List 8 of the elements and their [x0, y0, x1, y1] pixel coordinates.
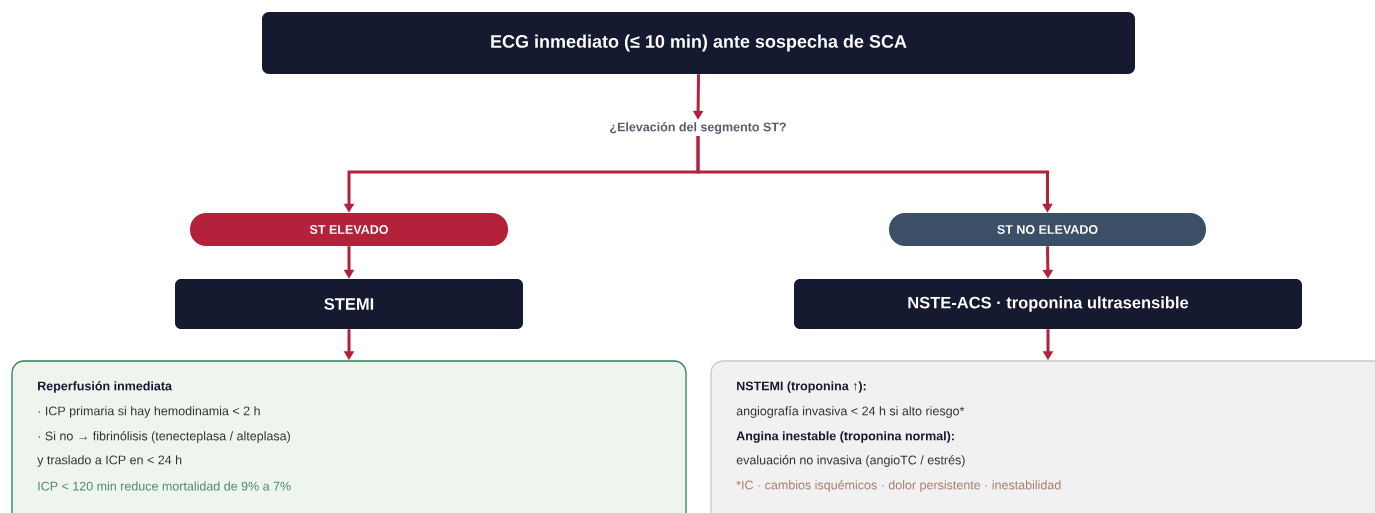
title-box: ECG inmediato (≤ 10 min) ante sospecha de SCA	[262, 12, 1135, 74]
category-pill: ST NO ELEVADO	[889, 213, 1206, 246]
diagnosis-box: NSTE-ACS · troponina ultrasensible	[794, 279, 1302, 329]
question-text: ¿Elevación del segmento ST?	[610, 122, 786, 134]
category-pill: ST ELEVADO	[190, 213, 508, 246]
diagnosis-box: STEMI	[175, 279, 523, 329]
treatment-panel: NSTEMI (troponina ↑): angiografía invasiva < 24 h si alto riesgo* Angina inestable (troponina normal): evaluación no invasiva (angioTC / estrés) *IC · cambios isquémicos · dolor persistente · inestabilidad	[710, 360, 1375, 513]
treatment-panel: Reperfusión inmediata · ICP primaria si hay hemodinamia < 2 h · Si no → fibrinólisis (tenecteplasa / alteplasa) y traslado a ICP en < 24 h ICP < 120 min reduce mortalidad de 9% a 7%	[11, 360, 687, 513]
